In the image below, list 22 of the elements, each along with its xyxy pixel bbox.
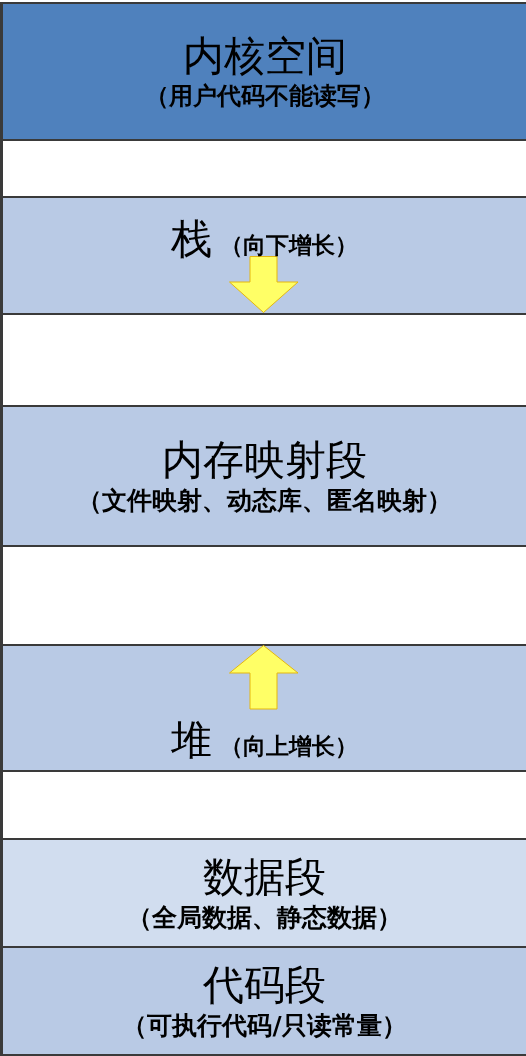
segment-note: （全局数据、静态数据） — [127, 904, 402, 932]
segment-note: （可执行代码/只读常量） — [122, 1012, 407, 1040]
memory-segment-band — [0, 838, 526, 946]
segment-title: 数据段 — [203, 854, 326, 900]
empty-segment-band — [0, 545, 526, 644]
segment-note: （向下增长） — [220, 234, 358, 257]
segment-title: 代码段 — [203, 962, 326, 1008]
segment-title: 内核空间 — [182, 33, 347, 79]
memory-segment-band — [0, 946, 526, 1056]
segment-title: 内存映射段 — [162, 437, 367, 483]
segment-title: 堆 — [171, 717, 212, 763]
segment-title: 栈 — [171, 217, 212, 263]
segment-note: （向上增长） — [220, 734, 358, 758]
segment-note: （文件映射、动态库、匿名映射） — [77, 487, 452, 515]
empty-segment-band — [0, 313, 526, 405]
memory-segment-band — [0, 196, 526, 313]
memory-segment-band — [0, 405, 526, 545]
empty-segment-band — [0, 139, 526, 196]
memory-segment-band — [0, 644, 526, 770]
segment-note: （用户代码不能读写） — [144, 83, 385, 110]
memory-segment-band — [0, 2, 526, 139]
empty-segment-band — [0, 770, 526, 838]
